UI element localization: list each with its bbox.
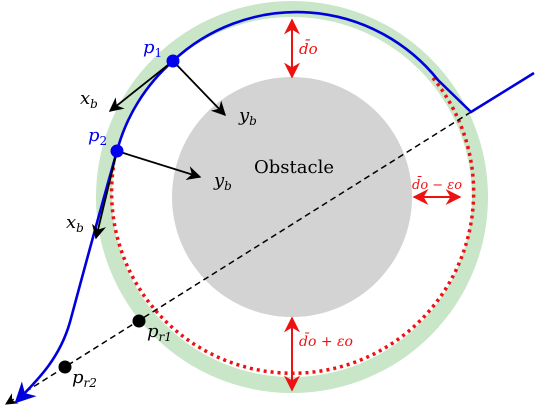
xb-arrow-p1 xyxy=(108,60,174,112)
label-yb-2: yb xyxy=(213,170,232,193)
label-xb-1: xb xyxy=(80,88,98,111)
yb-arrow-p2 xyxy=(116,150,202,180)
label-d-o: d̄o xyxy=(299,40,318,58)
point-p2 xyxy=(110,144,124,158)
obstacle-label: Obstacle xyxy=(254,157,334,178)
point-p1 xyxy=(166,54,180,68)
red-dotted-arc xyxy=(109,76,476,375)
label-p2: p2 xyxy=(88,125,107,148)
label-xb-2: xb xyxy=(66,212,84,235)
xb-arrow-p2 xyxy=(92,150,118,240)
label-p1: p1 xyxy=(143,37,162,60)
label-yb-1: yb xyxy=(238,105,257,128)
point-pr1 xyxy=(132,314,146,328)
label-d-o-minus-eps: d̄o − εo xyxy=(412,176,462,193)
label-pr1: pr1 xyxy=(147,321,172,344)
label-pr2: pr2 xyxy=(72,367,97,390)
yb-arrow-p1 xyxy=(172,60,226,117)
dashed-reference-line xyxy=(4,111,472,405)
blue-trajectory xyxy=(14,10,535,404)
label-d-o-plus-eps: d̄o + εo xyxy=(299,332,353,350)
obstacle-circle xyxy=(172,77,412,317)
point-pr2 xyxy=(58,360,72,374)
